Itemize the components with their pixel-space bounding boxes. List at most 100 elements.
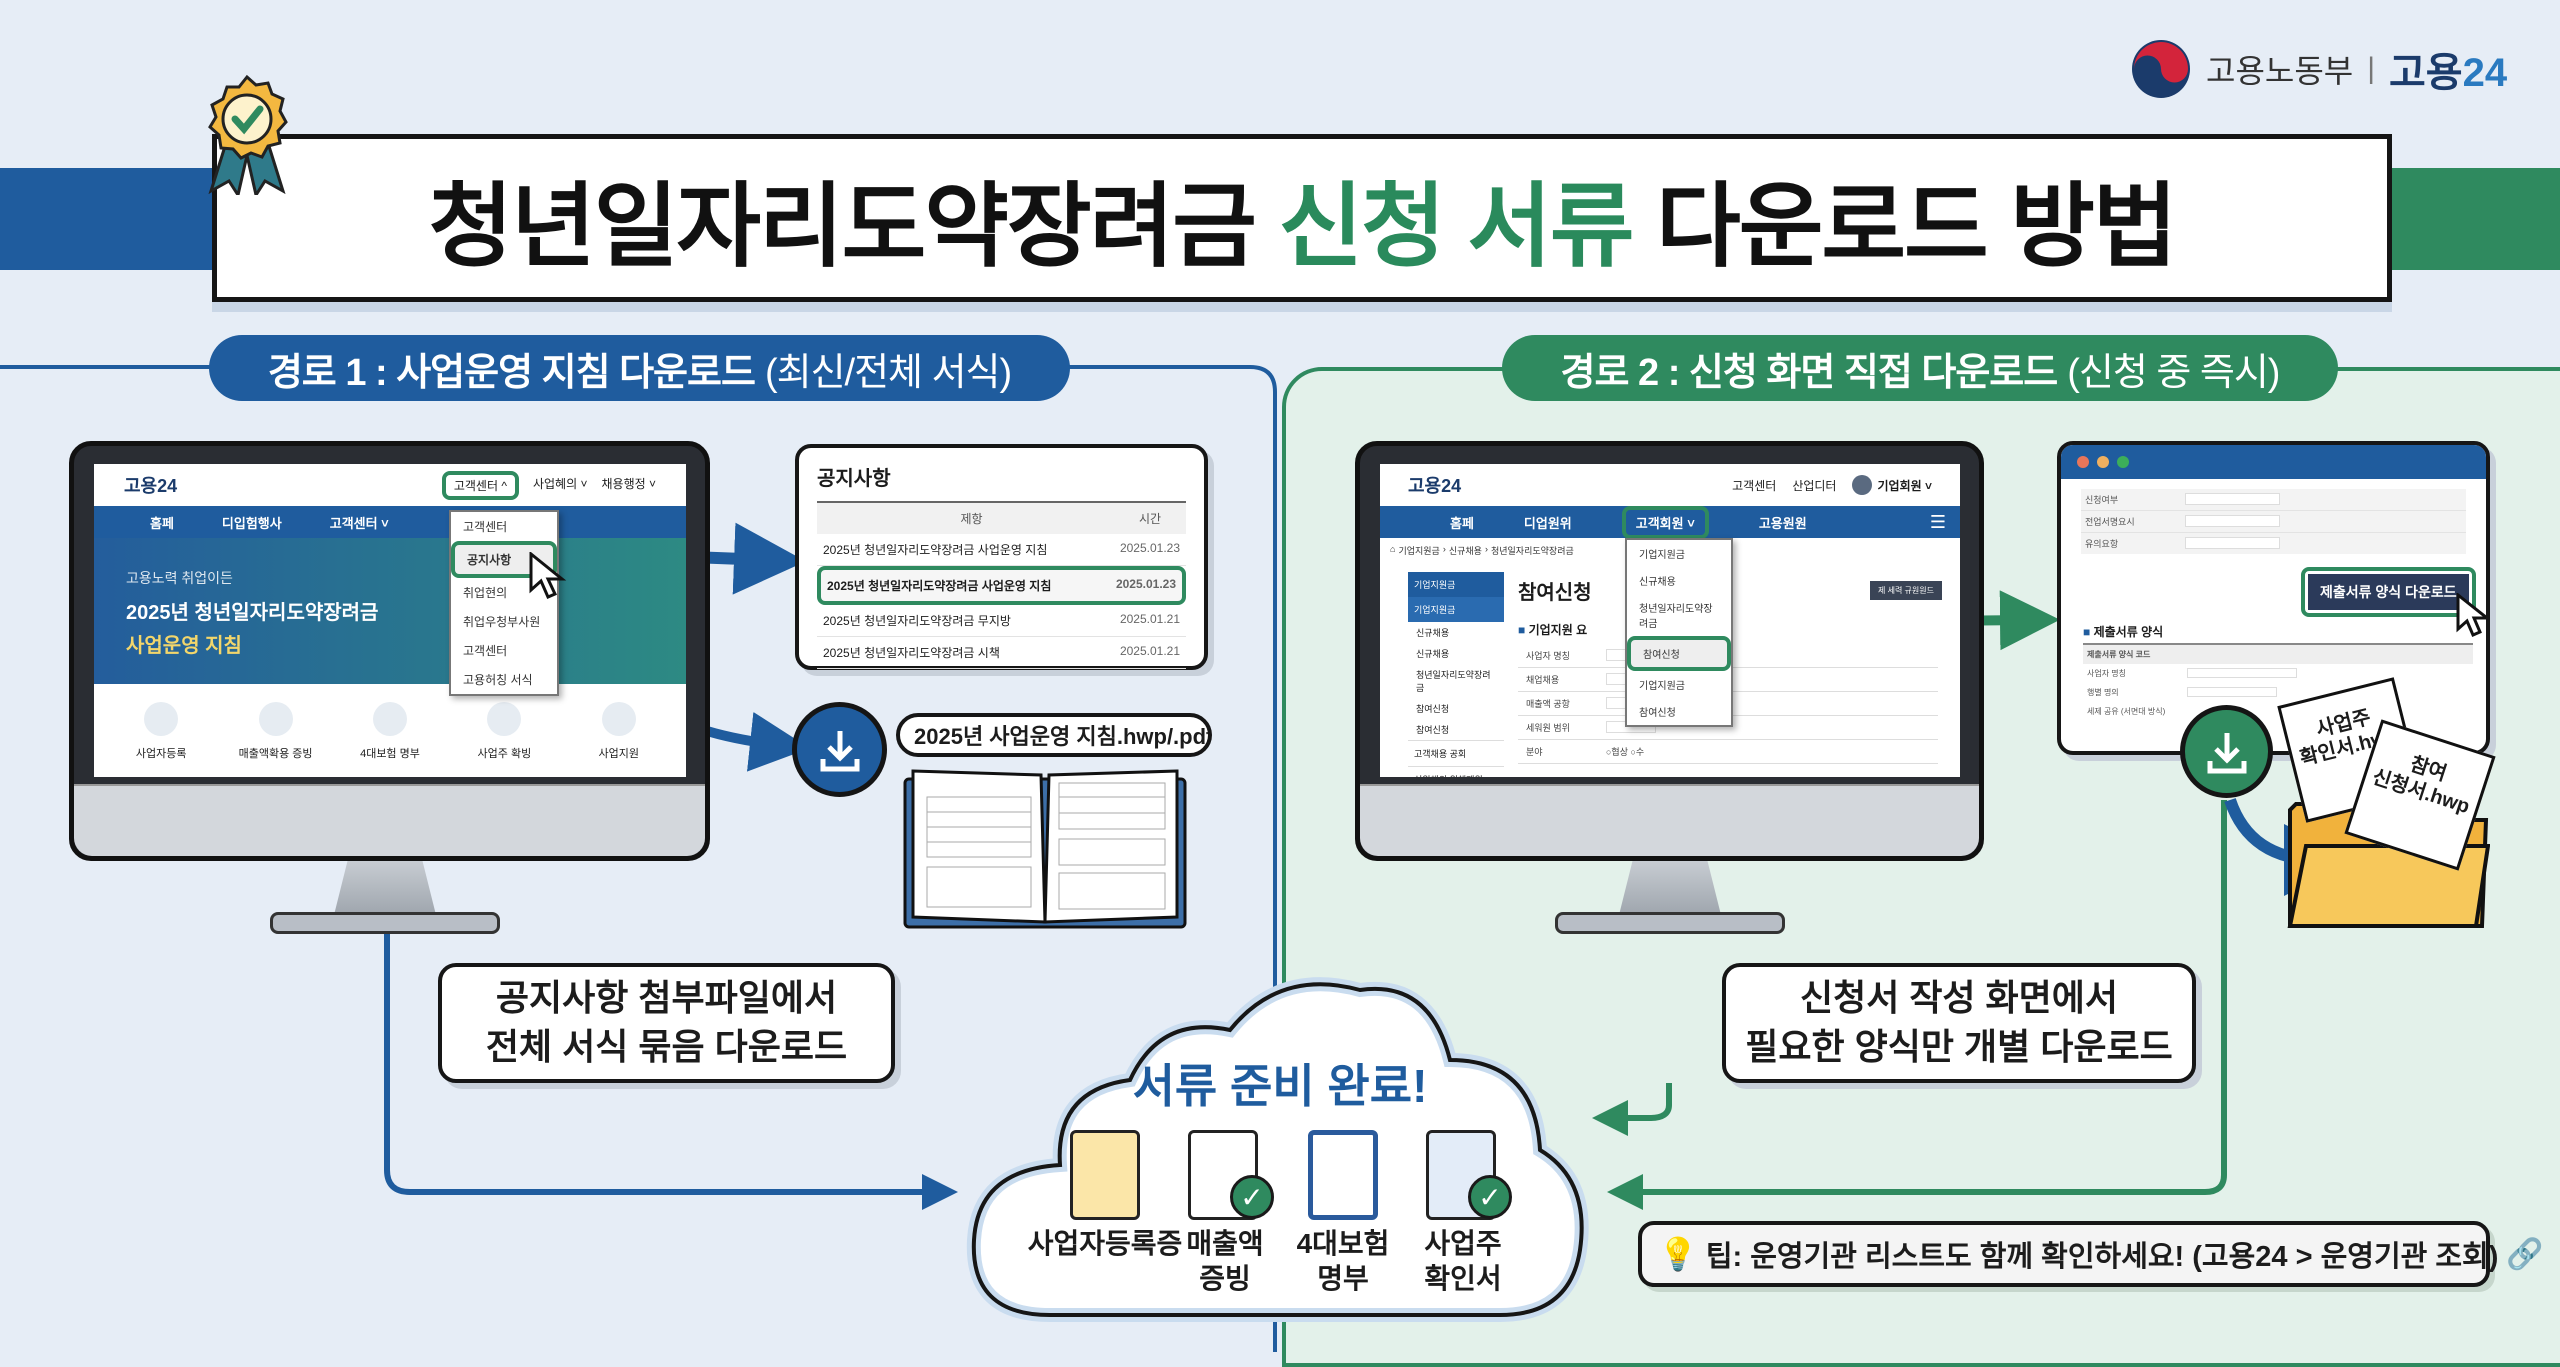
tip-box: 💡 팁: 운영기관 리스트도 함께 확인하세요! (고용24 > 운영기관 조회… — [1638, 1221, 2544, 1287]
download-icon[interactable] — [792, 702, 887, 797]
title-banner: 청년일자리도약장려금 신청 서류 다운로드 방법 — [212, 134, 2392, 302]
notice-row-date: 2025.01.21 — [1119, 644, 1180, 658]
form-input[interactable] — [2185, 515, 2280, 527]
notice-row[interactable]: 2025년 청년일자리도약장려금 무지방 2025.01.21 — [817, 605, 1186, 637]
sidebar-item[interactable]: 기업지원금 — [1408, 572, 1504, 597]
sidebar-item[interactable]: 기업지원금 — [1408, 597, 1504, 622]
dropdown-item[interactable]: 참여신청 — [1639, 708, 1676, 719]
hero-banner: 고용노력 취업이든 2025년 청년일자리도약장려금 사업운영 지침 — [94, 538, 686, 684]
tip-label: 팁: — [1705, 1241, 1743, 1273]
radio-group[interactable]: ○협상 ○수 — [1606, 747, 1645, 757]
hero-title: 2025년 청년일자리도약장려금 — [126, 602, 379, 624]
column-header: 제항 — [960, 512, 983, 526]
main-nav-item[interactable]: 홈페 — [1450, 515, 1474, 531]
forms-section-title: ■ 제출서류 양식 — [2083, 625, 2164, 639]
sidebar-item[interactable]: 청년일자리도약장려금 — [1416, 670, 1491, 693]
notice-row-title: 2025년 청년일자리도약장려금 사업운영 지침 — [823, 543, 1048, 557]
member-dropdown: 기업지원금 신규채용 청년일자리도약장려금 참여신청 기업지원금 참여신청 — [1625, 538, 1733, 727]
form-input[interactable] — [2185, 537, 2280, 549]
form-input[interactable] — [2185, 493, 2280, 505]
dropdown-item[interactable]: 기업지원금 — [1639, 550, 1685, 561]
main-nav-item[interactable]: 고객센터 ˅ — [329, 515, 389, 531]
notice-row-title: 2025년 청년일자리도약장려금 사업운영 지침 — [827, 579, 1052, 593]
main-nav-item[interactable]: 고용원원 — [1758, 515, 1807, 531]
nav-item[interactable]: 사업혜의 ˅ — [532, 476, 588, 491]
sidebar-item[interactable]: 신원채의 원해재원 — [1408, 766, 1504, 777]
main-nav-item-active[interactable]: 고객회원 ˅ — [1621, 505, 1709, 539]
breadcrumb: ⌂기업지원금›신규채용›청년일자리도약장려금 — [1390, 544, 1574, 556]
hamburger-menu-icon[interactable]: ☰ — [1929, 511, 1946, 532]
sidebar-item[interactable]: 신규채용 — [1416, 649, 1450, 659]
avatar — [1852, 475, 1873, 495]
quick-link[interactable]: 4대보험 명부 — [340, 702, 440, 762]
monitor-1: 고용24 고객센터 ^ 사업혜의 ˅ 채용행정 ˅ 홈페 디입험행사 고객센터 … — [69, 441, 710, 861]
form-input[interactable] — [2187, 687, 2277, 697]
route1-label: 경로 1 : 사업운영 지침 다운로드(최신/전체 서식) — [209, 335, 1070, 401]
main-nav-item[interactable]: 디입험행사 — [221, 515, 282, 531]
file-search-field[interactable]: 2025년 사업운영 지침.hwp/.pdf — [896, 713, 1212, 757]
dropdown-item[interactable]: 기업지원금 — [1639, 681, 1685, 692]
monitor-stand — [1617, 861, 1723, 921]
sidebar-item[interactable]: 고객채용 공회 — [1408, 740, 1504, 766]
site-logo[interactable]: 고용24 — [124, 476, 178, 496]
notice-row-title: 2025년 청년일자리도약장려금 시책 — [823, 646, 1000, 660]
top-link[interactable]: 산업디터 — [1792, 478, 1837, 493]
quick-link[interactable]: 사업자등록 — [111, 702, 211, 762]
sidebar-item[interactable]: 참여신청 — [1416, 725, 1450, 735]
file-name: 2025년 사업운영 지침.hwp/.pdf — [914, 724, 1212, 749]
close-window-icon[interactable] — [2077, 456, 2089, 468]
dropdown-item-apply[interactable]: 참여신청 — [1627, 636, 1731, 671]
dropdown-item[interactable]: 청년일자리도약장려금 — [1639, 604, 1713, 630]
notice-row-date: 2025.01.21 — [1119, 612, 1180, 626]
maximize-window-icon[interactable] — [2117, 456, 2129, 468]
quick-link[interactable]: 매출액확용 증빙 — [226, 702, 326, 762]
taegeuk-emblem-icon — [2132, 40, 2190, 98]
hero-kicker: 고용노력 취업이든 — [126, 570, 233, 586]
sidebar-item[interactable]: 참여신청 — [1416, 704, 1450, 714]
dropdown-item[interactable]: 취업현의 — [463, 586, 508, 600]
notice-row[interactable]: 2025년 청년일자리도약장려금 사업운영 지침 2025.01.23 — [817, 566, 1186, 605]
ministry-name: 고용노동부 — [2206, 53, 2354, 89]
nav-customer-center[interactable]: 고객센터 ^ — [441, 470, 519, 500]
dropdown-item[interactable]: 고객센터 — [463, 520, 508, 534]
dropdown-item[interactable]: 취업우청부사원 — [463, 615, 541, 629]
cloud-title: 서류 준비 완료! — [1132, 1060, 1428, 1112]
minimize-window-icon[interactable] — [2097, 456, 2109, 468]
application-page: 고용24 고객센터 산업디터 기업회원 ˅ 홈페 디업원위 고객회원 ˅ 고용원… — [1380, 464, 1960, 777]
clipboard-checklist-icon — [1308, 1130, 1378, 1220]
ministry-logo: 고용노동부 | 고용24 — [2130, 38, 2507, 100]
download-icon[interactable] — [2180, 705, 2273, 798]
document-form-window: 신청여부 전업서명요시 유의요항 제출서류 양식 다운로드 ■ 제출서류 양식 … — [2057, 441, 2490, 755]
monitor-base — [270, 912, 500, 934]
page-action-button[interactable]: 제 세력 규원원드 — [1870, 581, 1942, 600]
download-forms-button[interactable]: 제출서류 양식 다운로드 — [2308, 574, 2469, 610]
monitor-chin — [1360, 784, 1979, 856]
main-nav-item[interactable]: 디업원위 — [1523, 515, 1572, 531]
dropdown-item[interactable]: 고용허칭 서식 — [463, 673, 533, 687]
quick-links: 사업자등록 매출액확용 증빙 4대보험 명부 사업주 확빙 사업지원 — [94, 684, 686, 762]
quick-link[interactable]: 사업지원 — [569, 702, 669, 762]
check-badge-icon: ✓ — [1468, 1175, 1512, 1219]
main-nav-item[interactable]: 홈페 — [150, 515, 174, 531]
quick-link[interactable]: 사업주 확빙 — [454, 702, 554, 762]
member-menu[interactable]: 기업회원 ˅ — [1852, 475, 1932, 495]
notice-row-title: 2025년 청년일자리도약장려금 무지방 — [823, 614, 1011, 628]
select-field[interactable] — [2187, 668, 2297, 678]
site-logo[interactable]: 고용24 — [1408, 476, 1462, 496]
nav-item[interactable]: 채용행정 ˅ — [601, 476, 656, 491]
dropdown-item[interactable]: 신규채용 — [1639, 577, 1676, 588]
link-icon[interactable]: 🔗 — [2506, 1237, 2544, 1271]
dropdown-item[interactable]: 고객센터 — [463, 644, 508, 658]
notice-row[interactable]: 2025년 청년일자리도약장려금 시책 2025.01.21 — [817, 637, 1186, 669]
tip-text: 운영기관 리스트도 함께 확인하세요! (고용24 > 운영기관 조회) — [1750, 1241, 2499, 1273]
sidebar-item[interactable]: 신규채용 — [1416, 628, 1450, 638]
brand-logo: 고용24 — [2389, 51, 2508, 95]
lightbulb-icon: 💡 — [1658, 1236, 1698, 1272]
notice-row-date: 2025.01.23 — [1115, 577, 1176, 591]
top-link[interactable]: 고객센터 — [1732, 478, 1777, 493]
route1-line — [0, 365, 1277, 1352]
